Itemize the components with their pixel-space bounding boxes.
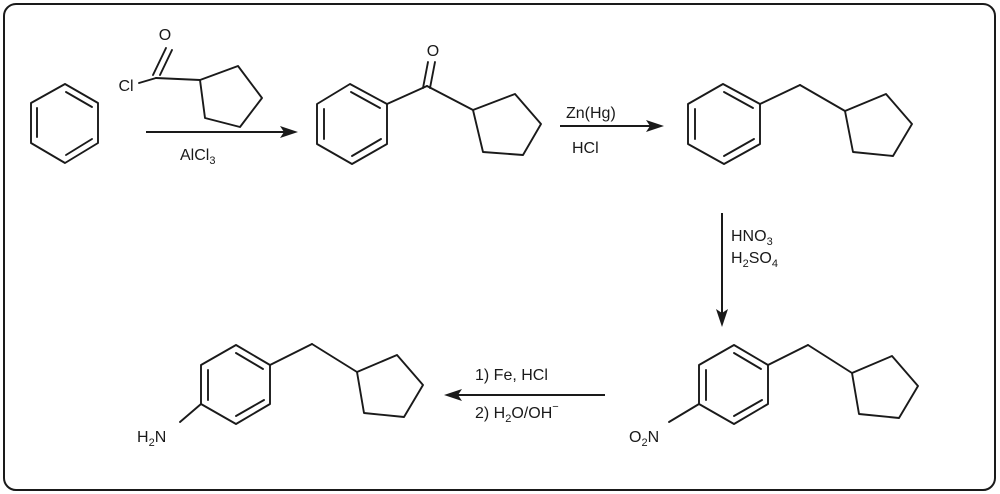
arrow-clemmensen bbox=[560, 120, 664, 132]
arrow-acylation bbox=[146, 126, 298, 138]
reagent-fe-hcl: 1) Fe, HCl bbox=[475, 367, 548, 384]
reagent-alcl3: AlCl3 bbox=[180, 147, 215, 167]
reagent-h2o-oh: 2) H2O/OH− bbox=[475, 401, 559, 425]
nitro-cyclopentylmethylbenzene: O2N bbox=[629, 344, 919, 449]
reagent-h2so4: H2SO4 bbox=[731, 250, 778, 270]
amino-cyclopentylmethylbenzene: H2N bbox=[137, 343, 424, 449]
arrow-reduction bbox=[444, 389, 605, 401]
acyl-chlorine-label: Cl bbox=[118, 78, 133, 95]
reagent-zn-hg: Zn(Hg) bbox=[566, 105, 616, 122]
phenyl-cyclopentyl-ketone: O bbox=[316, 43, 542, 165]
reagent-hcl: HCl bbox=[572, 140, 599, 157]
cyclopentylmethylbenzene bbox=[687, 83, 913, 165]
ketone-oxygen-label: O bbox=[427, 43, 439, 60]
scheme-frame bbox=[3, 3, 996, 491]
reagent-hno3: HNO3 bbox=[731, 228, 773, 248]
acyl-chloride-reagent: O Cl bbox=[118, 27, 263, 128]
arrow-nitration bbox=[716, 213, 728, 327]
amine-group-label: H2N bbox=[137, 429, 166, 449]
benzene bbox=[30, 83, 99, 164]
acyl-oxygen-label: O bbox=[159, 27, 171, 44]
nitro-group-label: O2N bbox=[629, 429, 659, 449]
